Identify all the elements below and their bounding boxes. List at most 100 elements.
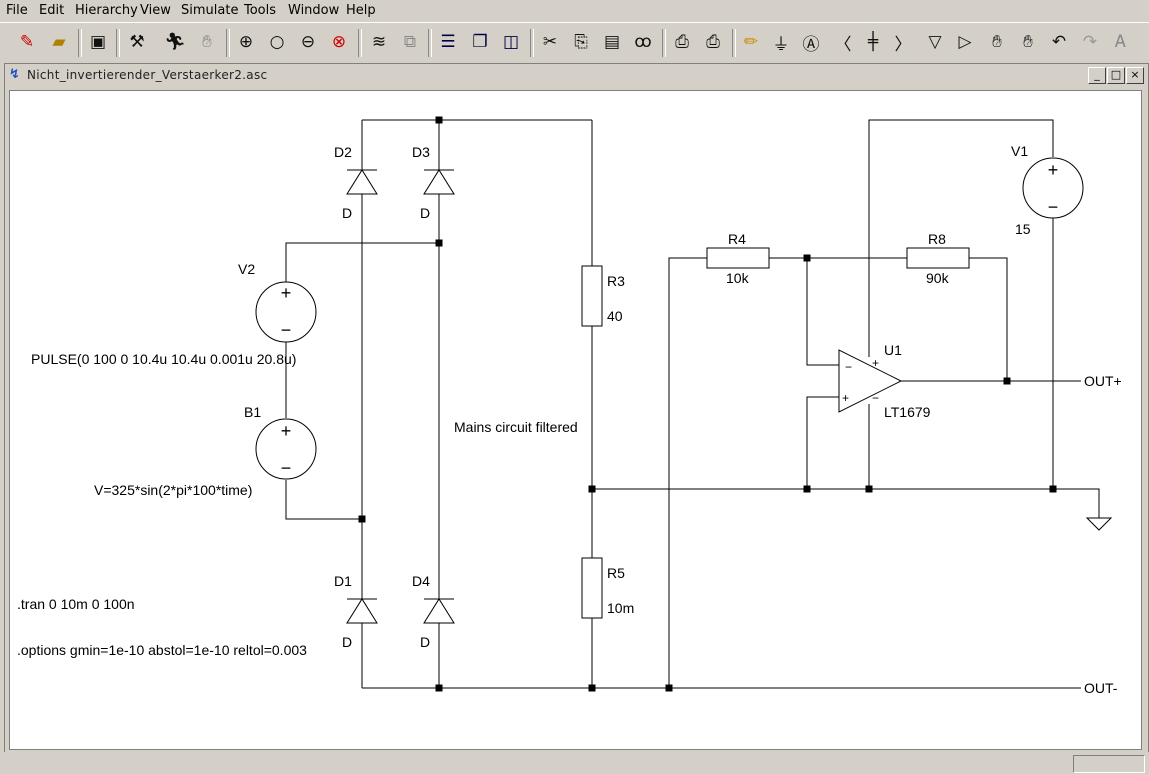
- diode-d3[interactable]: [423, 169, 455, 195]
- tile-vertical-icon[interactable]: ◫: [502, 32, 520, 52]
- zoom-pan-icon[interactable]: ○: [269, 32, 285, 52]
- junction-dot: [588, 485, 596, 493]
- document-titlebar[interactable]: ↯ Nicht_invertierender_Verstaerker2.asc …: [5, 64, 1148, 86]
- resistor-r5[interactable]: [581, 557, 603, 619]
- diode-d4[interactable]: [423, 598, 455, 624]
- find-binoculars-icon[interactable]: ꝏ: [634, 32, 652, 52]
- menu-bar: File Edit Hierarchy View Simulate Tools …: [0, 0, 1149, 22]
- opamp-minus-sign: −: [845, 360, 852, 374]
- menu-file[interactable]: File: [6, 3, 28, 18]
- junction-dot: [865, 485, 873, 493]
- wire: [285, 480, 362, 520]
- diode-d1[interactable]: [346, 598, 378, 624]
- pin-plus-sign: +: [1048, 160, 1059, 180]
- d4-value-label: D: [420, 634, 430, 650]
- spice-directive-tran: .tran 0 10m 0 100n: [17, 596, 135, 612]
- d1-value-label: D: [342, 634, 352, 650]
- resistor-r8[interactable]: [906, 247, 970, 269]
- ground-symbol[interactable]: [1085, 517, 1113, 531]
- wire: [285, 242, 439, 282]
- tile-horizontal-icon[interactable]: ☰: [440, 32, 456, 52]
- r5-value-label: 10m: [607, 600, 634, 616]
- save-icon[interactable]: ▣: [89, 32, 107, 52]
- draw-wire-pencil-icon[interactable]: ✏: [743, 32, 759, 52]
- net-label-out-minus: OUT-: [1084, 680, 1118, 696]
- diode-icon[interactable]: ▽: [928, 32, 942, 52]
- paste-icon[interactable]: ▤: [603, 32, 621, 52]
- status-bar: [0, 752, 1149, 774]
- r8-ref-label: R8: [928, 231, 946, 247]
- waveform-autorange-icon[interactable]: ≋: [371, 32, 387, 52]
- resistor-r3[interactable]: [581, 265, 603, 327]
- opamp-plus-sign: +: [842, 391, 849, 405]
- comment-text: Mains circuit filtered: [454, 419, 578, 435]
- menu-tools[interactable]: Tools: [244, 3, 277, 18]
- junctions: [358, 116, 1057, 692]
- halt-hand-icon[interactable]: ✋︎: [202, 32, 212, 52]
- schematic-canvas[interactable]: + − + − + − − + +: [9, 90, 1142, 750]
- menu-view[interactable]: View: [140, 3, 171, 18]
- capacitor-icon[interactable]: ╪: [867, 32, 879, 52]
- run-icon[interactable]: 🏃︎: [164, 32, 186, 52]
- wire: [668, 257, 707, 688]
- voltage-source-v2[interactable]: + −: [255, 281, 317, 343]
- v2-ref-label: V2: [238, 261, 255, 277]
- resistor-icon[interactable]: 〈: [834, 34, 852, 55]
- schematic-window: ↯ Nicht_invertierender_Verstaerker2.asc …: [4, 63, 1149, 753]
- print-setup-icon[interactable]: ⎙: [675, 32, 689, 52]
- control-panel-hammer-icon[interactable]: ⚒: [129, 32, 145, 52]
- v1-value-label: 15: [1015, 221, 1031, 237]
- v2-value-label: PULSE(0 100 0 10.4u 10.4u 0.001u 20.8u): [31, 351, 296, 367]
- toolbar-separator: [530, 29, 534, 57]
- voltage-source-v1[interactable]: + −: [1022, 157, 1084, 219]
- opamp-u1[interactable]: − + + −: [838, 349, 903, 413]
- opamp-supply-plus-sign: +: [872, 356, 879, 370]
- print-icon[interactable]: ⎙: [706, 32, 720, 52]
- resistor-r4[interactable]: [706, 247, 770, 269]
- junction-dot: [358, 515, 366, 523]
- maximize-button[interactable]: □: [1107, 67, 1125, 84]
- inductor-icon[interactable]: 〉: [894, 34, 912, 55]
- cascade-icon[interactable]: ❐: [472, 32, 488, 52]
- zoom-out-icon[interactable]: ⊖: [300, 32, 316, 52]
- move-hand-icon[interactable]: ✋︎: [992, 32, 1002, 52]
- toolbar-separator: [428, 29, 432, 57]
- close-button[interactable]: ×: [1126, 67, 1144, 84]
- zoom-cancel-icon[interactable]: ⊗: [331, 32, 347, 52]
- toolbar-separator: [662, 29, 666, 57]
- minimize-button[interactable]: _: [1088, 67, 1106, 84]
- r8-value-label: 90k: [926, 270, 950, 286]
- u1-ref-label: U1: [884, 342, 902, 358]
- menu-help[interactable]: Help: [346, 3, 376, 18]
- menu-simulate[interactable]: Simulate: [181, 3, 239, 18]
- d3-value-label: D: [420, 205, 430, 221]
- junction-dot: [435, 684, 443, 692]
- text-icon[interactable]: Ꭺ: [1115, 32, 1127, 52]
- junction-dot: [665, 684, 673, 692]
- copy-icon[interactable]: ⎘: [574, 32, 588, 52]
- new-schematic-icon[interactable]: ✎: [19, 32, 35, 52]
- wire: [868, 119, 1054, 357]
- menu-window[interactable]: Window: [288, 3, 340, 18]
- redo-icon[interactable]: ↷: [1082, 32, 1098, 52]
- ground-icon[interactable]: ⏚: [772, 34, 790, 55]
- voltage-source-b1[interactable]: + −: [255, 418, 317, 480]
- diode-d2[interactable]: [346, 169, 378, 195]
- menu-edit[interactable]: Edit: [39, 3, 65, 18]
- junction-dot: [803, 485, 811, 493]
- r4-value-label: 10k: [726, 270, 750, 286]
- label-net-icon[interactable]: Ⓐ: [802, 34, 820, 55]
- junction-dot: [1049, 485, 1057, 493]
- fit-icon[interactable]: ⧉: [403, 32, 417, 52]
- d1-ref-label: D1: [334, 573, 352, 589]
- undo-icon[interactable]: ↶: [1051, 32, 1067, 52]
- drag-hand-icon[interactable]: ✋︎: [1023, 32, 1033, 52]
- zoom-in-icon[interactable]: ⊕: [238, 32, 254, 52]
- b1-value-label: V=325*sin(2*pi*100*time): [94, 482, 252, 498]
- open-folder-icon[interactable]: ▰: [52, 32, 66, 52]
- component-icon[interactable]: ▷: [958, 32, 972, 52]
- cut-scissors-icon[interactable]: ✂: [542, 32, 558, 52]
- menu-hierarchy[interactable]: Hierarchy: [75, 3, 138, 18]
- status-panel: [1073, 755, 1145, 773]
- toolbar-separator: [226, 29, 230, 57]
